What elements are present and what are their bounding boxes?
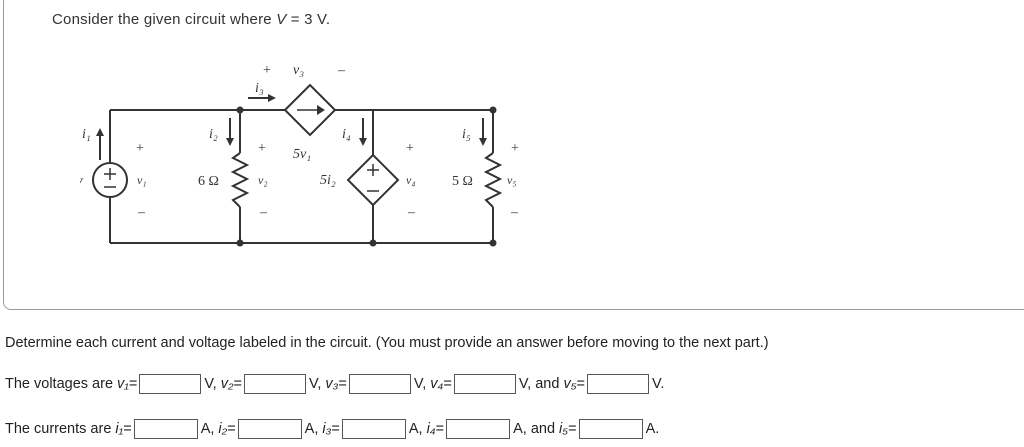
v3-answer-input[interactable]: [348, 374, 411, 394]
v2-symbol: v₂: [220, 376, 234, 392]
v1-unit: V,: [204, 376, 217, 392]
label-i3: i₃: [255, 81, 264, 96]
label-v4: v₄: [406, 173, 416, 187]
i4-answer-input[interactable]: [446, 419, 511, 439]
label-i1: i₁: [82, 127, 91, 142]
i5-symbol: i₅: [559, 421, 569, 437]
resistor-5-ohm: [483, 152, 503, 208]
label-v2: v₂: [258, 173, 268, 187]
label-i4: i₄: [342, 127, 351, 142]
label-v1: v₁: [137, 173, 147, 187]
i3-symbol: i₃: [322, 421, 332, 437]
v1-answer-input[interactable]: [139, 374, 202, 394]
i1-equals: =: [123, 421, 132, 437]
problem-prefix: Consider the given circuit where: [52, 11, 277, 28]
label-v3-plus: +: [263, 63, 271, 78]
problem-panel: [3, 0, 1024, 310]
i2-symbol: i₂: [218, 421, 228, 437]
currents-lead: The currents are: [5, 421, 112, 437]
v5-unit: V.: [652, 376, 665, 392]
label-r5: 5 Ω: [452, 174, 473, 189]
i5-equals: =: [568, 421, 577, 437]
i1-symbol: i₁: [115, 421, 124, 437]
v5-symbol: v₅: [563, 376, 577, 392]
voltages-row: The voltages are v₁ = V, v₂ = V, v₃ = V,…: [5, 373, 664, 395]
v4-unit: V, and: [518, 376, 560, 392]
label-v3: v₃: [293, 63, 304, 78]
label-v2-minus: –: [259, 205, 268, 220]
label-v2-plus: +: [258, 141, 266, 156]
circuit-diagram: V i₁ i₂ i₃ i₄ i₅ + v₃ – + v₁ – 6 Ω + v₂ …: [80, 63, 519, 247]
i1-unit: A,: [200, 421, 215, 437]
v3-symbol: v₃: [325, 376, 339, 392]
label-dep-voltage: 5i₂: [320, 173, 336, 188]
problem-variable: V: [276, 11, 287, 28]
label-v3-minus: –: [337, 63, 346, 78]
i4-unit: A, and: [513, 421, 556, 437]
label-source-v: V: [80, 176, 84, 192]
v4-answer-input[interactable]: [453, 374, 516, 394]
currents-row: The currents are i₁ = A, i₂ = A, i₃ = A,…: [5, 418, 659, 440]
v2-equals: =: [233, 376, 242, 392]
label-v1-plus: +: [136, 141, 144, 156]
v3-unit: V,: [413, 376, 427, 392]
voltages-lead: The voltages are: [5, 376, 114, 392]
problem-statement: Consider the given circuit where V = 3 V…: [52, 11, 330, 28]
v4-symbol: v₄: [430, 376, 444, 392]
label-i2: i₂: [209, 127, 218, 142]
i3-unit: A,: [408, 421, 423, 437]
v5-answer-input[interactable]: [587, 374, 649, 394]
label-v4-plus: +: [406, 141, 414, 156]
v3-equals: =: [338, 376, 347, 392]
label-v4-minus: –: [407, 205, 416, 220]
i1-answer-input[interactable]: [133, 419, 198, 439]
i4-equals: =: [435, 421, 445, 437]
v2-answer-input[interactable]: [244, 374, 306, 394]
v2-unit: V,: [309, 376, 322, 392]
label-v5-plus: +: [511, 141, 519, 156]
label-i5: i₅: [462, 127, 471, 142]
label-v5: v₅: [507, 173, 517, 187]
label-r2: 6 Ω: [198, 174, 219, 189]
v1-symbol: v₁: [117, 376, 129, 392]
i2-answer-input[interactable]: [237, 419, 302, 439]
i2-equals: =: [227, 421, 236, 437]
label-v5-minus: –: [510, 205, 519, 220]
v5-equals: =: [576, 376, 585, 392]
v1-equals: =: [128, 376, 138, 392]
problem-suffix: = 3 V.: [286, 11, 331, 28]
i4-symbol: i₄: [426, 421, 436, 437]
resistor-6-ohm: [230, 152, 250, 208]
i3-equals: =: [331, 421, 340, 437]
i3-answer-input[interactable]: [341, 419, 406, 439]
label-v1-minus: –: [137, 205, 146, 220]
label-dep-current: 5v₁: [293, 147, 311, 162]
v4-equals: =: [443, 376, 452, 392]
instructions: Determine each current and voltage label…: [5, 335, 769, 351]
dependent-voltage-source: [346, 153, 400, 207]
i2-unit: A,: [304, 421, 319, 437]
i5-unit: A.: [645, 421, 660, 437]
i5-answer-input[interactable]: [578, 419, 643, 439]
